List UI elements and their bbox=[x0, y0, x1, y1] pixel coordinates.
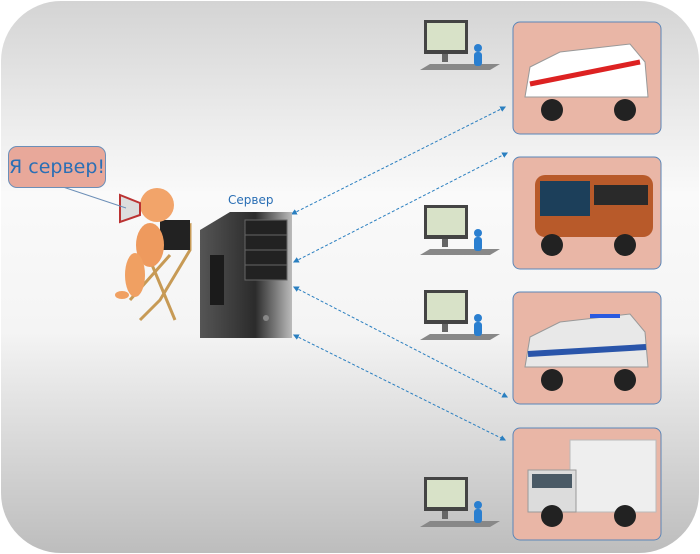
police-car-icon bbox=[524, 313, 649, 391]
vehicle-card-truck bbox=[512, 427, 662, 541]
operator-workstation-icon bbox=[420, 290, 500, 340]
operator-workstation-icon bbox=[420, 205, 500, 255]
person-with-megaphone-icon bbox=[115, 188, 192, 322]
vehicle-card-bus bbox=[512, 156, 662, 270]
operator-workstation-icon bbox=[420, 20, 500, 70]
server-tower-icon bbox=[200, 212, 292, 338]
ambulance-icon bbox=[524, 43, 649, 121]
vehicle-card-ambulance bbox=[512, 21, 662, 135]
speech-bubble: Я сервер! bbox=[8, 146, 106, 188]
speech-pointer bbox=[59, 185, 127, 209]
connection-arrow-truck bbox=[292, 334, 507, 441]
truck-icon bbox=[527, 439, 657, 527]
operator-workstation-icon bbox=[420, 477, 500, 527]
server-label: Сервер bbox=[228, 193, 274, 207]
bus-icon bbox=[535, 175, 653, 256]
vehicle-card-police-car bbox=[512, 291, 662, 405]
